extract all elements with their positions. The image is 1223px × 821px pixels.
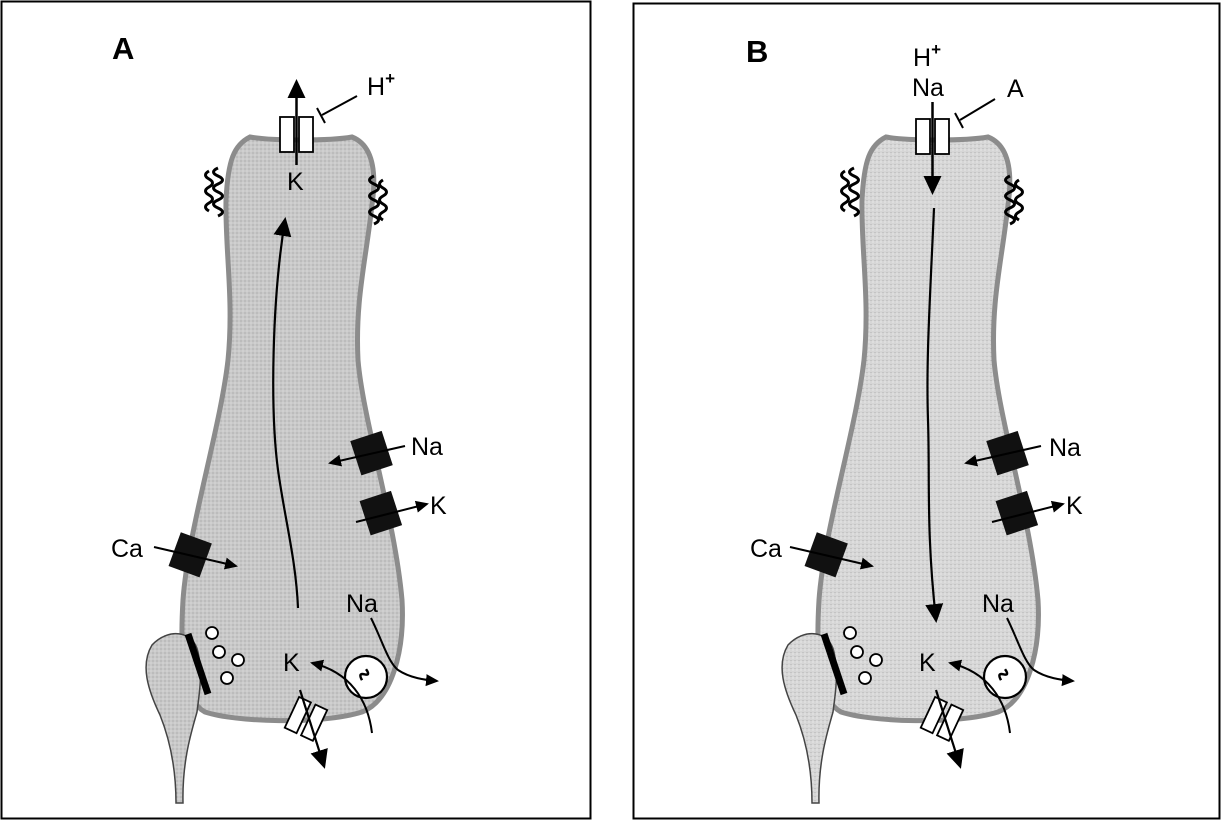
apical-channel-right	[299, 117, 313, 152]
panel-b-letter: B	[746, 34, 768, 69]
apical-channel-ion: K	[287, 168, 304, 196]
apical-channel-left	[280, 117, 294, 152]
ca-channel-b-label: Ca	[750, 535, 782, 563]
h-ion-label: H+	[367, 69, 395, 101]
basal-k-label: K	[283, 649, 300, 677]
h-ion-b-label: H+	[913, 40, 941, 72]
k-channel-label: K	[430, 492, 447, 520]
panel-a: A K H+ Na	[2, 2, 591, 819]
na-k-pump-icon	[345, 656, 387, 698]
na-k-pump-b-icon	[984, 656, 1026, 698]
k-channel-b-label: K	[1066, 492, 1083, 520]
panel-b: B H+ Na A	[634, 4, 1220, 819]
amiloride-block-line	[960, 99, 995, 120]
basal-k-b-label: K	[919, 649, 936, 677]
microvilli-left-b-icon	[842, 168, 859, 216]
ca-channel-label: Ca	[111, 535, 143, 563]
nerve-fiber	[146, 634, 200, 803]
pump-na-label: Na	[346, 590, 378, 618]
nerve-fiber-b	[782, 634, 836, 803]
na-channel-label: Na	[411, 433, 443, 461]
apical-channel-b-left	[916, 119, 930, 154]
na-channel-b-label: Na	[1049, 434, 1081, 462]
pump-na-b-label: Na	[982, 590, 1014, 618]
apical-channel-b-right	[935, 119, 949, 154]
panel-a-letter: A	[112, 31, 134, 66]
h-block-line	[322, 96, 357, 115]
amiloride-label: A	[1007, 75, 1024, 103]
na-apical-label: Na	[912, 74, 944, 102]
microvilli-left-icon	[206, 168, 223, 216]
